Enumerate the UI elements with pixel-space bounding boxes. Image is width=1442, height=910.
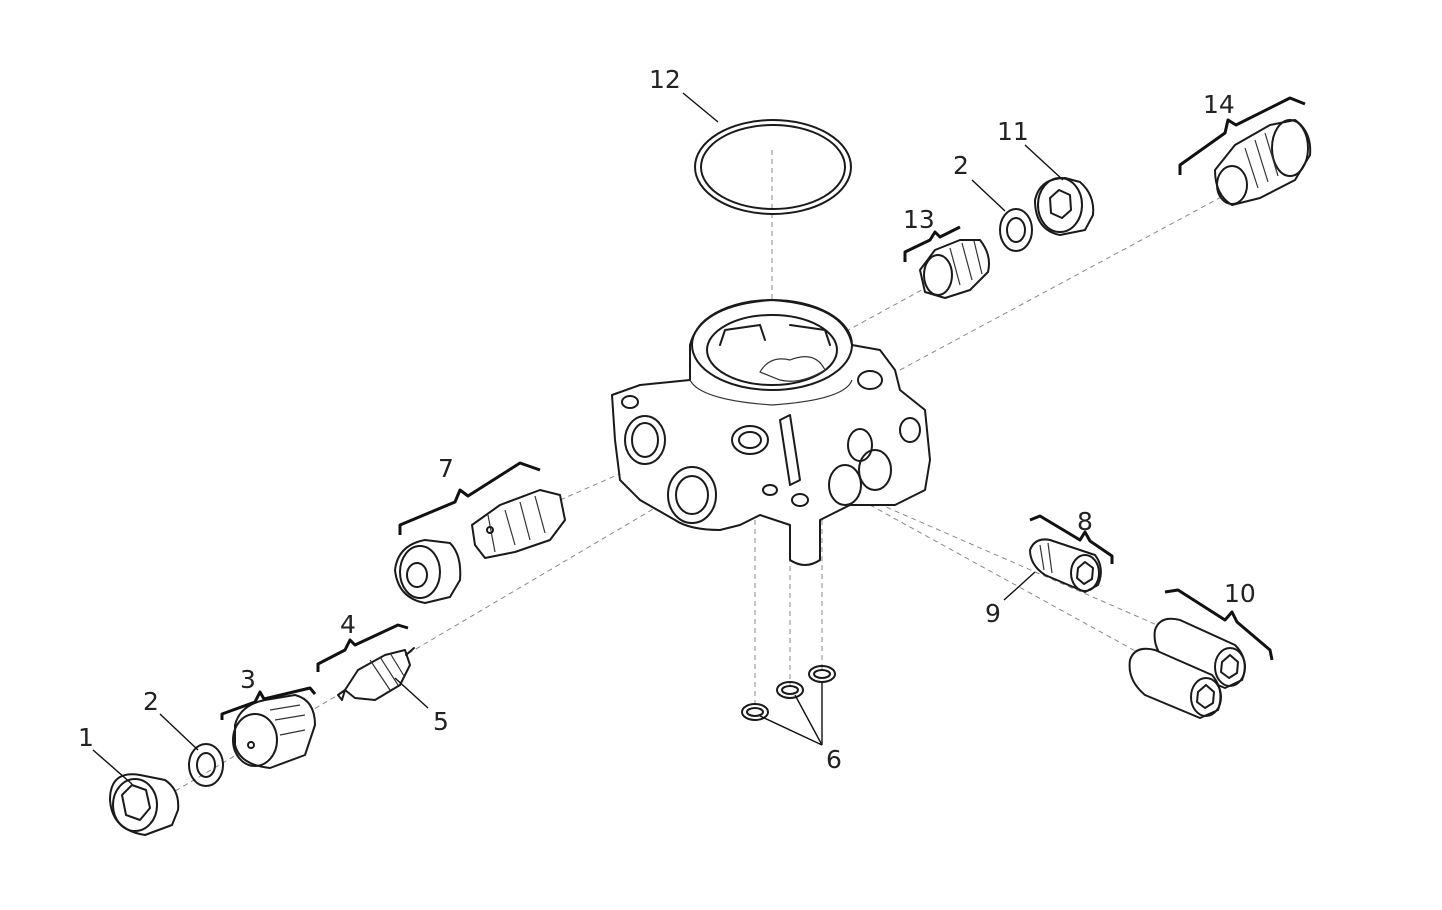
callout-14: 14 — [1203, 90, 1235, 119]
callout-8: 8 — [1077, 507, 1093, 536]
callout-11: 11 — [997, 117, 1029, 146]
callout-6: 6 — [826, 745, 842, 774]
callout-labels: 1 2 3 4 5 6 7 8 9 10 11 12 13 2 14 — [78, 65, 1256, 774]
part-cartridge-3 — [232, 694, 316, 769]
part-plug-8 — [1029, 538, 1102, 593]
part-valve-insert-4 — [337, 647, 415, 701]
callout-1: 1 — [78, 723, 94, 752]
part-o-rings-small — [741, 665, 836, 721]
part-o-ring-large — [694, 119, 852, 215]
leader-lines — [92, 92, 1064, 785]
part-plug-11 — [1034, 177, 1095, 236]
part-cartridge-14 — [1214, 119, 1312, 206]
callout-4: 4 — [340, 610, 356, 639]
callout-7: 7 — [438, 454, 454, 483]
part-plug-1 — [109, 773, 180, 836]
callout-12: 12 — [649, 65, 681, 94]
part-washer-2-left — [188, 743, 224, 787]
part-cartridge-7 — [394, 489, 566, 604]
callout-5: 5 — [433, 707, 449, 736]
part-cartridge-13 — [919, 239, 990, 299]
group-brackets — [220, 96, 1306, 720]
part-valve-body — [611, 299, 931, 566]
callout-2-left: 2 — [143, 687, 159, 716]
callout-9: 9 — [985, 599, 1001, 628]
callout-3: 3 — [240, 665, 256, 694]
part-washer-2-right — [999, 208, 1033, 252]
callout-10: 10 — [1224, 579, 1256, 608]
part-plugs-10 — [1128, 617, 1246, 719]
callout-13: 13 — [903, 205, 935, 234]
callout-2-right: 2 — [953, 151, 969, 180]
